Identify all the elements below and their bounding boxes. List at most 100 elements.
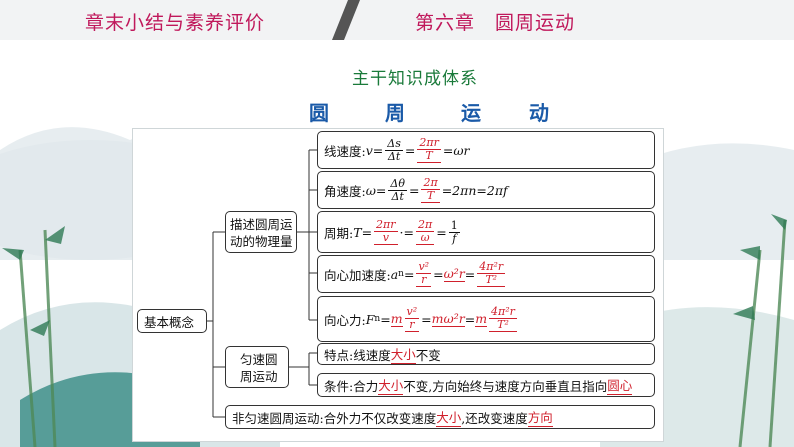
numerator: Δθ: [388, 176, 407, 191]
header-divider-slash: [332, 0, 360, 40]
denominator: r: [421, 273, 427, 286]
denominator: Δt: [391, 189, 404, 203]
main-title-char: 动: [529, 101, 549, 125]
denominator: T: [426, 189, 435, 202]
numerator: 2π: [416, 218, 435, 232]
uniform-feature: 特点:线速度 大小 不变: [317, 343, 655, 365]
formula-linear-speed: 线速度: v = Δs Δt = 2πr T =ωr: [317, 131, 655, 169]
header-section-title: 章末小结与素养评价: [85, 12, 266, 34]
condition-answer-1: 大小: [378, 375, 404, 395]
nonuniform-prefix: 非匀速圆周运动:合外力不仅改变速度: [232, 410, 437, 426]
symbol-a: a: [390, 266, 399, 282]
header-left-panel: [0, 0, 355, 40]
condition-prefix: 条件:合力: [324, 378, 379, 394]
denominator: T²: [497, 318, 509, 331]
subscript-n: n: [398, 269, 404, 279]
answer-mass: m: [390, 311, 403, 327]
subscript-n: n: [374, 314, 381, 324]
formula-label: 向心加速度:: [324, 267, 391, 283]
answer-fraction: 2π T: [421, 176, 440, 203]
equals: =: [403, 266, 415, 282]
main-title-char: 周: [385, 101, 405, 125]
equals: =: [404, 142, 416, 158]
answer-fraction: 2πr T: [417, 136, 441, 163]
branch-node-uniform-circular: 匀速圆 周运动: [225, 346, 289, 388]
numerator: v²: [416, 260, 432, 274]
fraction: Δs Δt: [385, 138, 403, 162]
answer-term: mω²r: [431, 311, 465, 327]
uniform-condition: 条件:合力 大小 不变,方向始终与速度方向垂直且指向 圆心: [317, 373, 655, 397]
numerator: 2πr: [417, 136, 441, 150]
slide-header: 章末小结与素养评价 第六章 圆周运动: [0, 0, 794, 40]
feature-answer: 大小: [390, 344, 416, 364]
denominator: ω: [420, 231, 430, 244]
feature-prefix: 特点:线速度: [324, 347, 391, 363]
equals: =: [464, 311, 476, 327]
answer-mass: m: [475, 311, 488, 327]
formula-tail: =ωr: [442, 142, 470, 158]
formula-angular-speed: 角速度: ω = Δθ Δt = 2π T =2πn=2πf: [317, 171, 655, 209]
equals: =: [380, 311, 391, 327]
answer-fraction: 2πr v: [374, 218, 398, 245]
numerator: 4π²r: [477, 260, 506, 274]
condition-middle: 不变,方向始终与速度方向垂直且指向: [403, 378, 608, 394]
fraction: Δθ Δt: [388, 178, 407, 202]
equals: =: [361, 224, 373, 240]
answer-fraction: 4π²r T²: [489, 305, 517, 332]
branch-node-nonuniform-circular: 非匀速圆周运动:合外力不仅改变速度 大小 ,还改变速度 方向: [225, 405, 655, 429]
numerator: 1: [448, 218, 460, 233]
answer-term: ω²r: [443, 266, 465, 282]
fraction: 1 f: [448, 218, 460, 245]
equals: =: [372, 142, 384, 158]
formula-period: 周期: T = 2πr v · = 2π ω = 1 f: [317, 211, 655, 253]
denominator: T: [425, 149, 433, 162]
header-right-panel: [355, 0, 794, 40]
numerator: 2πr: [374, 218, 398, 232]
nonuniform-answer-2: 方向: [527, 407, 553, 427]
formula-label: 周期:: [324, 225, 354, 241]
main-title-char: 圆: [309, 101, 329, 125]
equals: =: [408, 182, 420, 198]
condition-answer-2: 圆心: [607, 375, 633, 395]
denominator: f: [452, 231, 457, 245]
denominator: r: [409, 318, 415, 331]
branch-label-line1: 描述圆周运: [230, 217, 293, 232]
equals: =: [375, 182, 387, 198]
root-node-basic-concepts: 基本概念: [137, 309, 207, 333]
denominator: Δt: [387, 149, 401, 163]
branch-node-describe-quantities: 描述圆周运 动的物理量: [225, 211, 297, 253]
formula-label: 线速度:: [324, 143, 366, 159]
root-node-label: 基本概念: [144, 314, 195, 330]
subtitle: 主干知识成体系: [352, 69, 478, 89]
branch-label-line2: 周运动: [240, 369, 278, 384]
symbol-F: F: [365, 311, 375, 327]
answer-fraction: 2π ω: [416, 218, 435, 245]
numerator: 2π: [421, 176, 440, 190]
equals: =: [421, 311, 432, 327]
formula-label: 向心力:: [324, 312, 366, 328]
symbol-v: v: [365, 142, 373, 158]
main-title: 圆 周 运 动: [309, 97, 549, 125]
dot: ·: [399, 224, 404, 240]
numerator: Δs: [385, 136, 403, 151]
nonuniform-answer-1: 大小: [436, 407, 462, 427]
main-title-char: 运: [461, 101, 481, 125]
feature-suffix: 不变: [415, 347, 441, 363]
equals: =: [403, 224, 415, 240]
header-chapter-title: 第六章 圆周运动: [415, 12, 576, 34]
symbol-T: T: [353, 224, 362, 240]
equals: =: [436, 224, 447, 240]
equals: =: [464, 266, 476, 282]
nonuniform-middle: ,还改变速度: [461, 410, 528, 426]
numerator: v²: [404, 305, 420, 319]
answer-fraction: 4π²r T²: [477, 260, 506, 287]
denominator: v: [382, 231, 389, 244]
denominator: T²: [485, 273, 498, 286]
branch-label-line2: 动的物理量: [230, 234, 293, 249]
numerator: 4π²r: [489, 305, 517, 319]
equals: =: [433, 266, 444, 282]
answer-fraction: v² r: [404, 305, 420, 332]
